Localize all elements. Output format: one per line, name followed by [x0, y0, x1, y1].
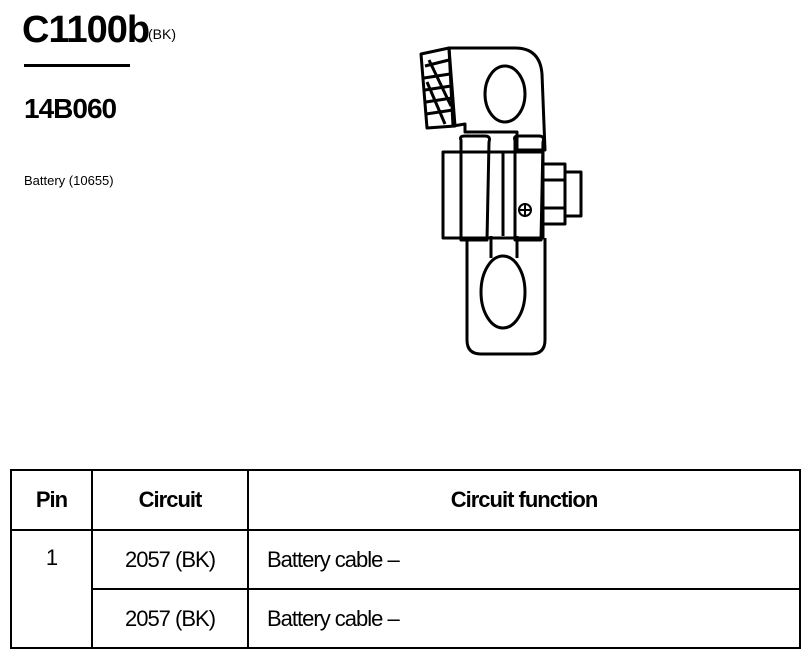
circuit-cell: 2057 (BK)	[91, 588, 249, 649]
header-circuit-function: Circuit function	[247, 469, 801, 531]
pin-table: Pin Circuit Circuit function 1 2057 (BK)…	[10, 469, 801, 649]
clamp-strap	[459, 134, 491, 242]
circuit-function-cell: Battery cable –	[247, 529, 801, 590]
title-underline	[24, 64, 130, 67]
clamp-body	[441, 150, 545, 240]
circuit-cell: 2057 (BK)	[91, 529, 249, 590]
clamp-nut	[541, 162, 567, 226]
upper-lug-hole	[483, 64, 527, 124]
part-number: 14B060	[24, 93, 117, 124]
connector-description: Battery (10655)	[24, 173, 114, 188]
connector-id: C1100b	[22, 9, 150, 51]
table-row: 2057 (BK) Battery cable –	[11, 588, 801, 649]
polarity-symbol	[518, 203, 532, 217]
header-pin: Pin	[10, 469, 93, 531]
lower-lug-plate	[465, 238, 547, 356]
connector-color: (BK)	[148, 26, 176, 42]
table-header-row: Pin Circuit Circuit function	[10, 469, 801, 531]
circuit-function-cell: Battery cable –	[247, 588, 801, 649]
lower-lug-hole	[479, 254, 527, 330]
pin-number: 1	[10, 529, 93, 649]
table-row: 1 2057 (BK) Battery cable –	[10, 529, 801, 649]
upper-lug-plate	[447, 46, 547, 152]
battery-terminal-drawing	[419, 46, 583, 356]
header-circuit: Circuit	[91, 469, 249, 531]
